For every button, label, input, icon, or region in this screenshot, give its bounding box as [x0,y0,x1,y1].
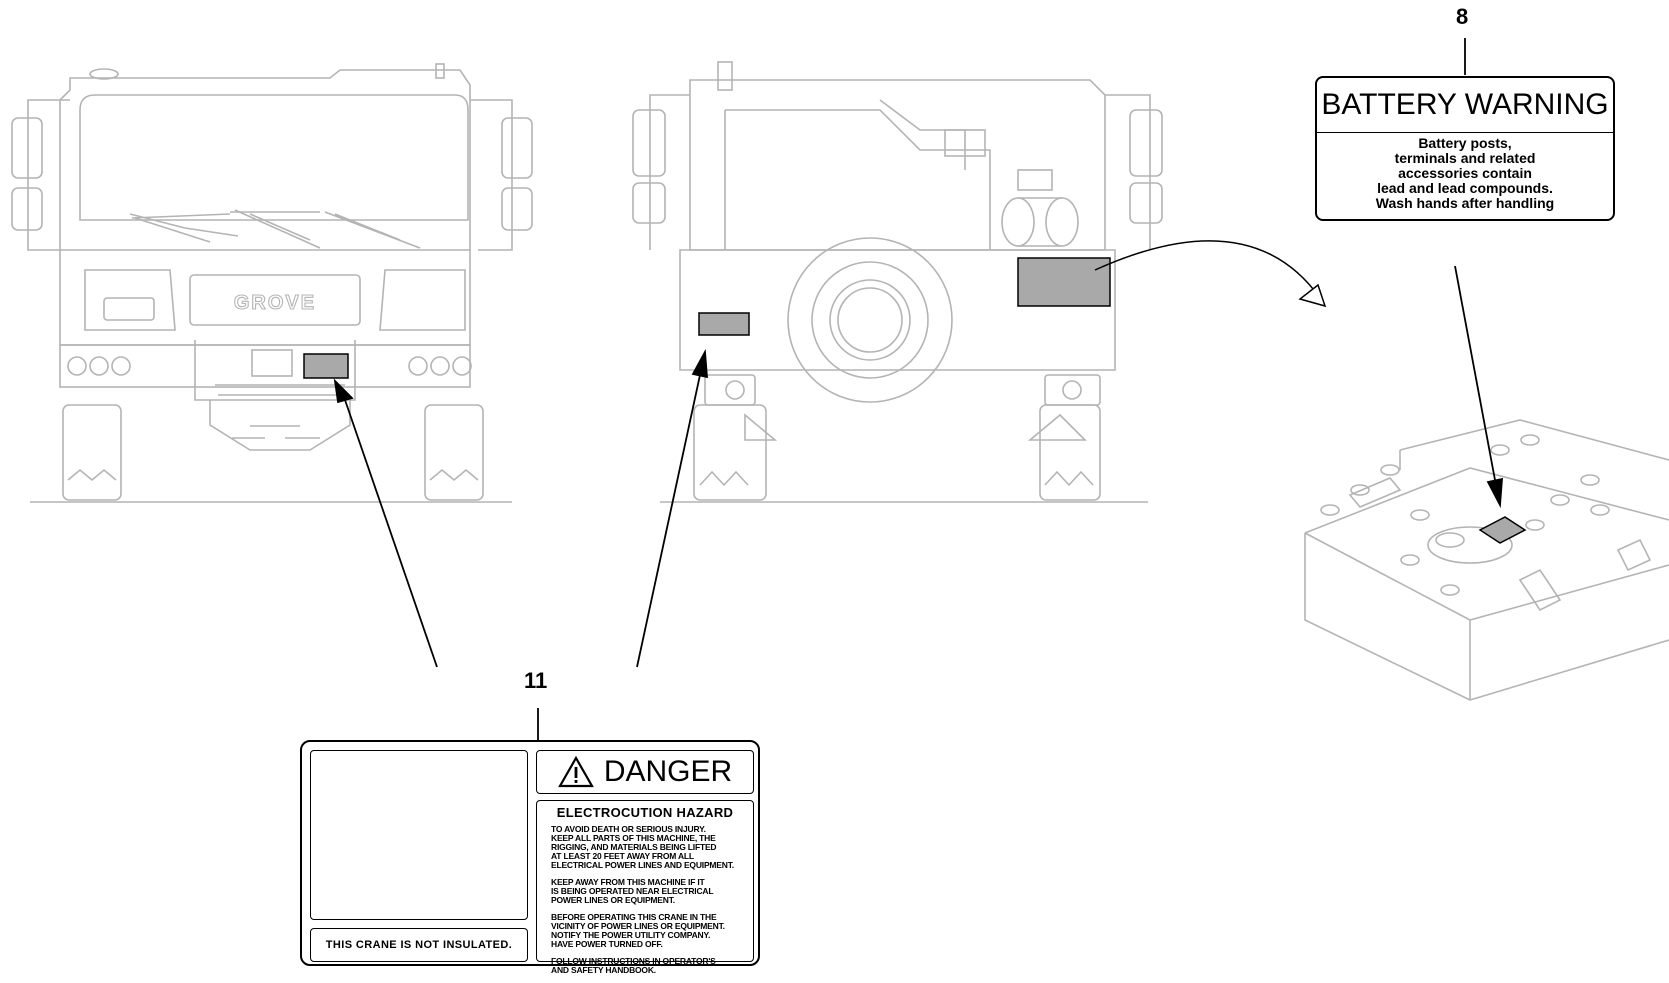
battery-pair [1304,419,1669,701]
rear-decal-location-left [698,312,750,336]
danger-line: BEFORE OPERATING THIS CRANE IN THE [551,912,717,922]
danger-line: VICINITY OF POWER LINES OR EQUIPMENT. [551,921,725,931]
danger-line: HAVE POWER TURNED OFF. [551,939,663,949]
leader-lines [333,38,1503,742]
callout-11: 11 [524,668,548,693]
danger-hazard-heading: ELECTROCUTION HAZARD [556,805,734,820]
danger-line: RIGGING, AND MATERIALS BEING LIFTED [551,842,717,852]
danger-line: KEEP AWAY FROM THIS MACHINE IF IT [551,877,705,887]
danger-title: DANGER [603,755,733,788]
danger-line: POWER LINES OR EQUIPMENT. [551,895,675,905]
grille-badge: GROVE [234,292,316,314]
truck-front-view [11,63,533,503]
battery-warning-label: BATTERY WARNING Battery posts, terminals… [1315,76,1615,221]
danger-title-panel: DANGER [536,750,754,794]
danger-line: AND SAFETY HANDBOOK. [551,965,656,975]
battery-warning-line: Battery posts, [1418,135,1512,151]
truck-rear-view [632,61,1163,503]
battery-warning-line: accessories contain [1398,165,1532,181]
danger-line: KEEP ALL PARTS OF THIS MACHINE, THE [551,833,716,843]
danger-text-panel: ELECTROCUTION HAZARD TO AVOID DEATH OR S… [536,800,754,975]
danger-line: AT LEAST 20 FEET AWAY FROM ALL [551,851,694,861]
warning-triangle-icon [557,756,594,788]
danger-footer-panel: THIS CRANE IS NOT INSULATED. [310,928,528,962]
battery-warning-divider [1317,132,1613,133]
danger-line: IS BEING OPERATED NEAR ELECTRICAL [551,886,714,896]
danger-line: NOTIFY THE POWER UTILITY COMPANY. [551,930,711,940]
battery-decal-location [1478,516,1527,544]
danger-line: FOLLOW INSTRUCTIONS IN OPERATOR'S [551,956,716,966]
battery-warning-line: terminals and related [1394,150,1536,166]
battery-warning-line: lead and lead compounds. [1377,180,1553,196]
danger-line: ELECTRICAL POWER LINES AND EQUIPMENT. [551,860,734,870]
callout-8: 8 [1456,4,1469,29]
battery-warning-line: Wash hands after handling [1375,195,1555,211]
danger-electrocution-label: THIS CRANE IS NOT INSULATED. DANGER ELEC… [300,740,760,975]
battery-warning-text: Battery posts, terminals and related acc… [1317,136,1613,211]
danger-pictogram-panel [310,750,528,920]
danger-footer-text: THIS CRANE IS NOT INSULATED. [325,939,513,951]
danger-instructions: TO AVOID DEATH OR SERIOUS INJURY. KEEP A… [551,825,741,983]
front-decal-location [303,353,349,379]
rear-decal-location-right [1017,257,1111,307]
danger-line: TO AVOID DEATH OR SERIOUS INJURY. [551,824,706,834]
battery-warning-title: BATTERY WARNING [1321,88,1609,121]
